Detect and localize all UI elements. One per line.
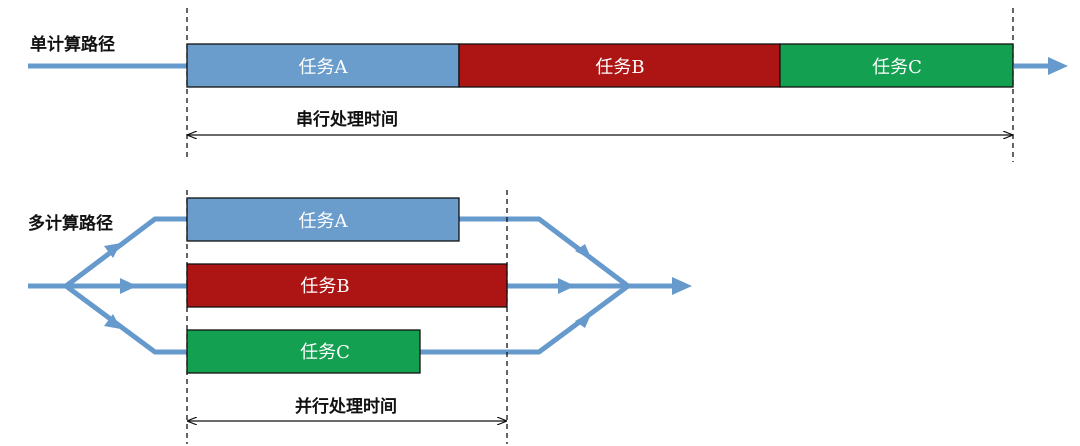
- fan-out-mid-arrow-icon: [120, 278, 137, 294]
- fan-in-top-arrow-icon: [575, 244, 592, 260]
- parallel-section: 多计算路径 任务A 任务B 任务C 并行处理时间: [28, 190, 692, 444]
- branch-top-in: [64, 216, 187, 288]
- serial-task-b-label: 任务B: [595, 57, 644, 78]
- serial-task-c-bar: [779, 43, 1014, 88]
- parallel-task-a-bar: [186, 197, 460, 242]
- serial-task-a-label: 任务A: [299, 57, 349, 78]
- parallel-task-a-label: 任务A: [299, 211, 349, 232]
- parallel-path-label: 多计算路径: [28, 213, 113, 234]
- parallel-task-b-label: 任务B: [300, 276, 349, 297]
- parallel-task-b-bar: [186, 263, 508, 308]
- fan-out-bottom-arrow-icon: [104, 314, 121, 329]
- parallel-output-arrow-icon: [672, 277, 692, 295]
- branch-bottom-in: [64, 283, 187, 355]
- branch-top-out: [459, 216, 630, 288]
- serial-task-c-label: 任务C: [872, 57, 922, 78]
- parallel-task-c-bar: [186, 329, 421, 374]
- branch-bottom-out: [420, 283, 630, 355]
- serial-output-arrow-icon: [1048, 57, 1068, 75]
- parallel-task-c-label: 任务C: [300, 342, 350, 363]
- serial-section: 单计算路径 任务A 任务B 任务C 串行处理时间: [28, 8, 1068, 162]
- serial-time-label: 串行处理时间: [296, 109, 398, 130]
- fan-out-top-arrow-icon: [104, 243, 121, 258]
- serial-path-label: 单计算路径: [30, 34, 115, 55]
- serial-task-b-bar: [458, 43, 781, 88]
- fan-in-bottom-arrow-icon: [575, 312, 592, 328]
- fan-in-mid-arrow-icon: [558, 278, 575, 294]
- serial-task-a-bar: [186, 43, 460, 88]
- parallel-time-label: 并行处理时间: [295, 396, 397, 417]
